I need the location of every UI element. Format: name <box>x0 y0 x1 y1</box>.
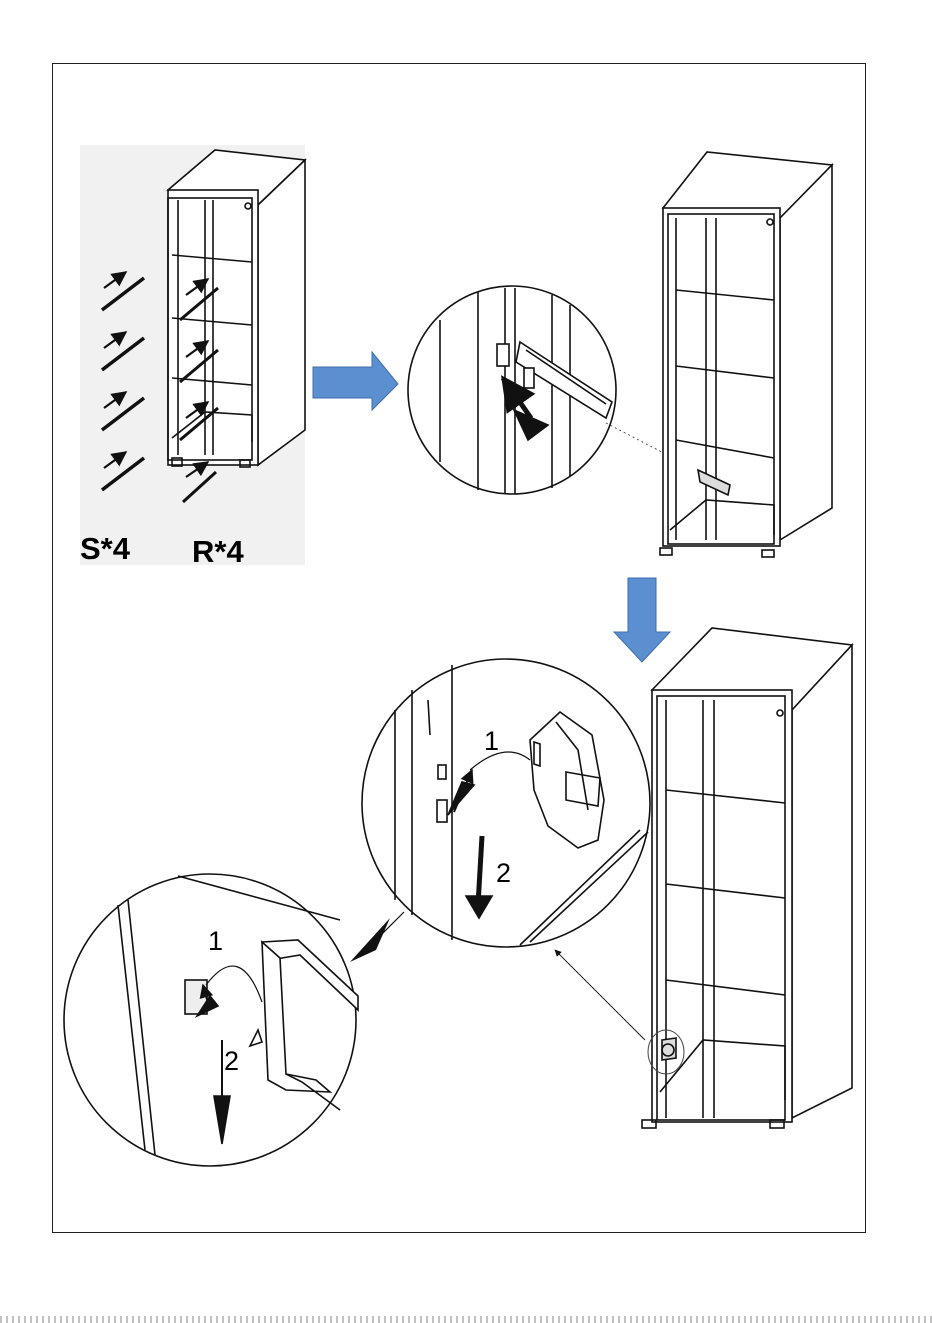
parts-r-label: R*4 <box>192 534 244 570</box>
step-upper-one: 1 <box>484 726 499 757</box>
cabinet-step2 <box>660 152 832 557</box>
step-lower-one: 1 <box>208 926 223 957</box>
flow-arrow-down <box>614 578 670 662</box>
scan-edge <box>0 1316 932 1323</box>
parts-s-label: S*4 <box>80 531 130 567</box>
detail-circle-upper-clip <box>408 286 616 494</box>
step-upper-two: 2 <box>496 858 511 889</box>
step-lower-two: 2 <box>224 1046 239 1077</box>
detail-circle-clip-engage <box>362 659 650 947</box>
cabinet-step3 <box>642 628 852 1128</box>
cabinet-step1 <box>80 145 305 565</box>
detail-circle-clip-lock <box>64 874 358 1166</box>
flow-arrow-right <box>313 352 398 410</box>
detail-connector-arrow <box>350 912 404 962</box>
detail-leader-2 <box>555 950 645 1040</box>
